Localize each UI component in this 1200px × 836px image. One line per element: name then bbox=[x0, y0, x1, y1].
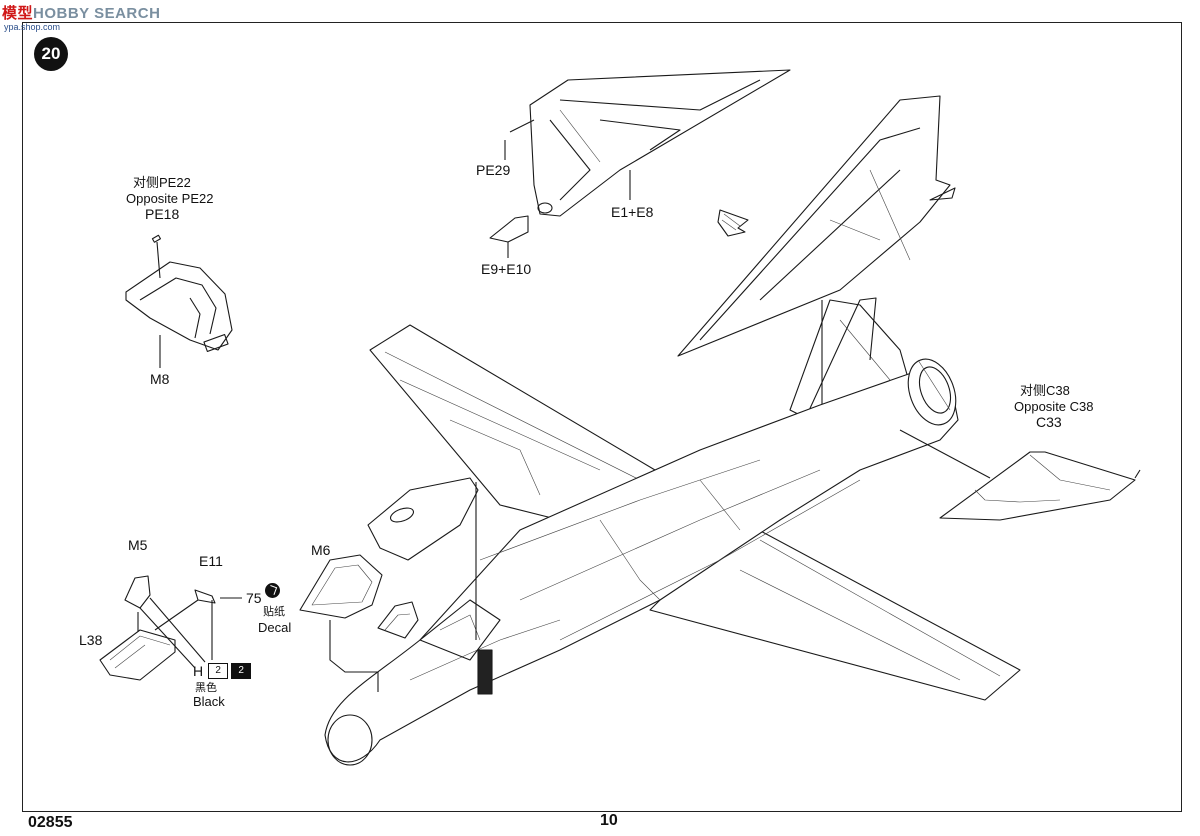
label-pe18: PE18 bbox=[145, 206, 180, 222]
watermark-url: ypa.shop.com bbox=[4, 22, 61, 32]
part-canopy-drawing bbox=[367, 477, 479, 640]
part-c33-drawing bbox=[899, 429, 1141, 521]
step-number: 20 bbox=[34, 37, 68, 71]
label-l38: L38 bbox=[79, 632, 103, 648]
paint-box-dark: 2 bbox=[231, 663, 252, 679]
paint-h-letter: H bbox=[193, 663, 204, 679]
label-c33: C33 bbox=[1036, 414, 1062, 430]
label-decal: Decal bbox=[258, 620, 292, 635]
page-frame bbox=[22, 22, 1182, 812]
watermark: 模型HOBBY SEARCH bbox=[2, 5, 161, 22]
direction-arrow-drawing bbox=[717, 209, 749, 237]
product-code: 02855 bbox=[28, 814, 73, 831]
label-black-cn: 黑色 bbox=[195, 682, 217, 694]
part-e1e8-drawing bbox=[504, 69, 791, 217]
label-m5: M5 bbox=[128, 537, 148, 553]
paint-code-h: H 2 2 bbox=[193, 663, 252, 679]
page-number: 10 bbox=[600, 812, 618, 829]
label-opposite-pe22-cn: 对侧PE22 bbox=[133, 175, 191, 190]
label-pe29: PE29 bbox=[476, 162, 511, 178]
label-e9-e10: E9+E10 bbox=[481, 261, 532, 277]
label-opposite-c38-cn: 对侧C38 bbox=[1020, 383, 1070, 398]
label-e1-e8: E1+E8 bbox=[611, 204, 654, 220]
label-decal-cn: 贴纸 bbox=[263, 606, 285, 618]
paint-box-light: 2 bbox=[208, 663, 229, 679]
label-opposite-pe22: Opposite PE22 bbox=[126, 191, 214, 206]
part-seat-drawing bbox=[377, 601, 419, 639]
label-m6: M6 bbox=[311, 542, 331, 558]
decal-icon bbox=[265, 583, 280, 598]
label-decal-number: 75 bbox=[246, 590, 262, 606]
part-m6-drawing bbox=[299, 554, 383, 692]
part-m8-drawing bbox=[125, 234, 233, 368]
part-e9e10-drawing bbox=[489, 215, 529, 258]
part-l38-drawing bbox=[99, 575, 242, 681]
label-opposite-c38: Opposite C38 bbox=[1014, 399, 1094, 414]
label-m8: M8 bbox=[150, 371, 170, 387]
part-tail-drawing bbox=[677, 95, 956, 420]
label-e11: E11 bbox=[199, 553, 223, 569]
aircraft-body-drawing bbox=[324, 297, 1021, 766]
label-black: Black bbox=[193, 694, 225, 709]
